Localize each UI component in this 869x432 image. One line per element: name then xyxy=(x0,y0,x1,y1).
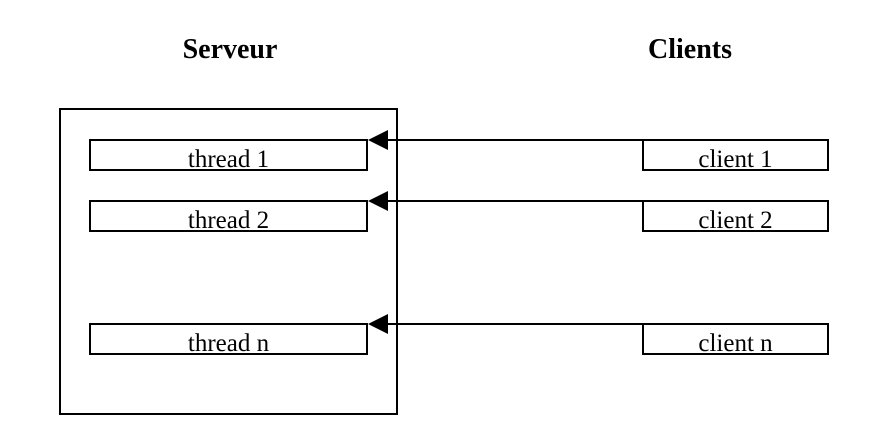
thread-label-n: thread n xyxy=(187,330,270,357)
client-box-1: client 1 xyxy=(642,139,829,173)
client-label-2: client 2 xyxy=(698,207,773,234)
thread-label-1: thread 1 xyxy=(187,146,270,173)
server-container xyxy=(59,108,398,415)
server-heading: Serveur xyxy=(182,34,278,65)
client-label-n: client n xyxy=(698,330,773,357)
thread-box-1: thread 1 xyxy=(89,139,368,173)
clients-heading: Clients xyxy=(648,34,732,65)
client-label-1: client 1 xyxy=(698,146,773,173)
thread-box-n: thread n xyxy=(89,323,368,357)
arrow-client-n-to-thread-n xyxy=(368,314,642,334)
thread-label-2: thread 2 xyxy=(187,207,270,234)
client-box-n: client n xyxy=(642,323,829,357)
arrow-client-1-to-thread-1 xyxy=(368,130,642,150)
client-box-2: client 2 xyxy=(642,200,829,234)
thread-box-2: thread 2 xyxy=(89,200,368,234)
arrow-client-2-to-thread-2 xyxy=(368,191,642,211)
